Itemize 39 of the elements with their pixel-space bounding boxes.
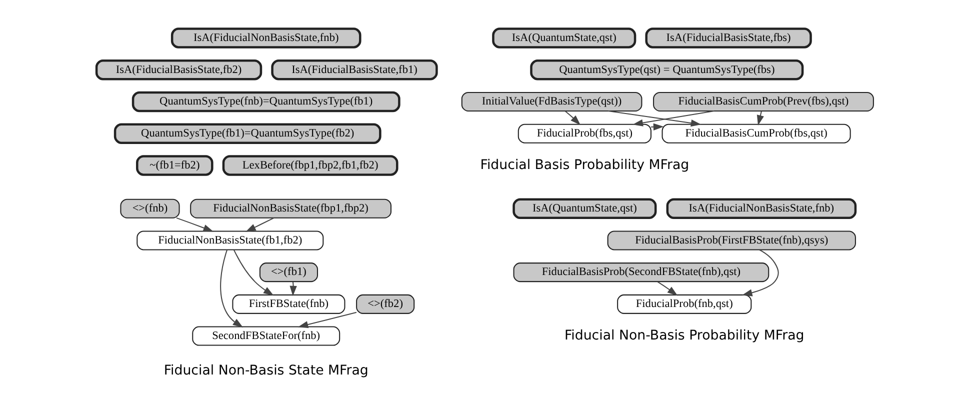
node-box: <>(fb1) <box>258 262 318 282</box>
arrow <box>297 312 356 328</box>
node-box: FiducialProb(fnb,qst) <box>616 294 752 314</box>
node-box: LexBefore(fbp1,fbp2,fb1,fb2) <box>222 155 398 176</box>
node-box: FiducialBasisProb(FirstFBState(fnb),qsys) <box>606 230 856 250</box>
node-box: IsA(FiducialNonBasisState,fnb) <box>170 28 361 48</box>
node-box: IsA(FiducialNonBasisState,fnb) <box>666 198 856 219</box>
arrow <box>741 249 778 296</box>
node-box: IsA(FiducialBasisState,fb2) <box>94 60 262 80</box>
node-box: FiducialNonBasisState(fbp1,fbp2) <box>190 198 391 218</box>
node-box: ~(fb1=fb2) <box>136 155 213 176</box>
node-box: QuantumSysType(fb1)=QuantumSysType(fb2) <box>113 123 381 144</box>
node-box: <>(fnb) <box>120 198 180 218</box>
arrow <box>245 217 274 232</box>
node-box: IsA(FiducialBasisState,fb1) <box>270 60 438 80</box>
label: Fiducial Non-Basis Probability MFrag <box>564 328 804 344</box>
node-box: InitialValue(FdBasisType(qst)) <box>460 92 642 112</box>
node-box: SecondFBStateFor(fnb) <box>192 326 340 346</box>
node-box: FiducialBasisProb(SecondFBState(fnb),qst) <box>512 262 769 282</box>
label: Fiducial Non-Basis State MFrag <box>163 363 368 378</box>
node-box: FiducialBasisCumProb(Prev(fbs),qst) <box>652 92 874 112</box>
node-box: IsA(QuantumState,qst) <box>512 198 656 219</box>
node-box: QuantumSysType(qst) = QuantumSysType(fbs) <box>530 60 804 80</box>
arrow <box>564 110 580 126</box>
node-box: QuantumSysType(fnb)=QuantumSysType(fb1) <box>131 91 400 112</box>
node-box: FiducialBasisCumProb(fbs,qst) <box>661 124 850 144</box>
label: Fiducial Basis Probability MFrag <box>480 158 689 173</box>
node-box: IsA(FiducialBasisState,fbs) <box>644 28 812 48</box>
arrow <box>220 250 243 328</box>
arrow <box>650 123 664 131</box>
node-box: IsA(QuantumState,qst) <box>492 28 636 48</box>
node-box: FiducialNonBasisState(fb1,fb2) <box>136 230 324 250</box>
arrow <box>232 250 274 296</box>
node-box: FirstFBState(fnb) <box>232 294 345 314</box>
arrow <box>176 217 214 232</box>
node-box: FiducialProb(fbs,qst) <box>517 124 651 144</box>
arrow <box>289 282 296 296</box>
arrow <box>656 281 678 296</box>
node-box: <>(fb2) <box>356 294 414 314</box>
